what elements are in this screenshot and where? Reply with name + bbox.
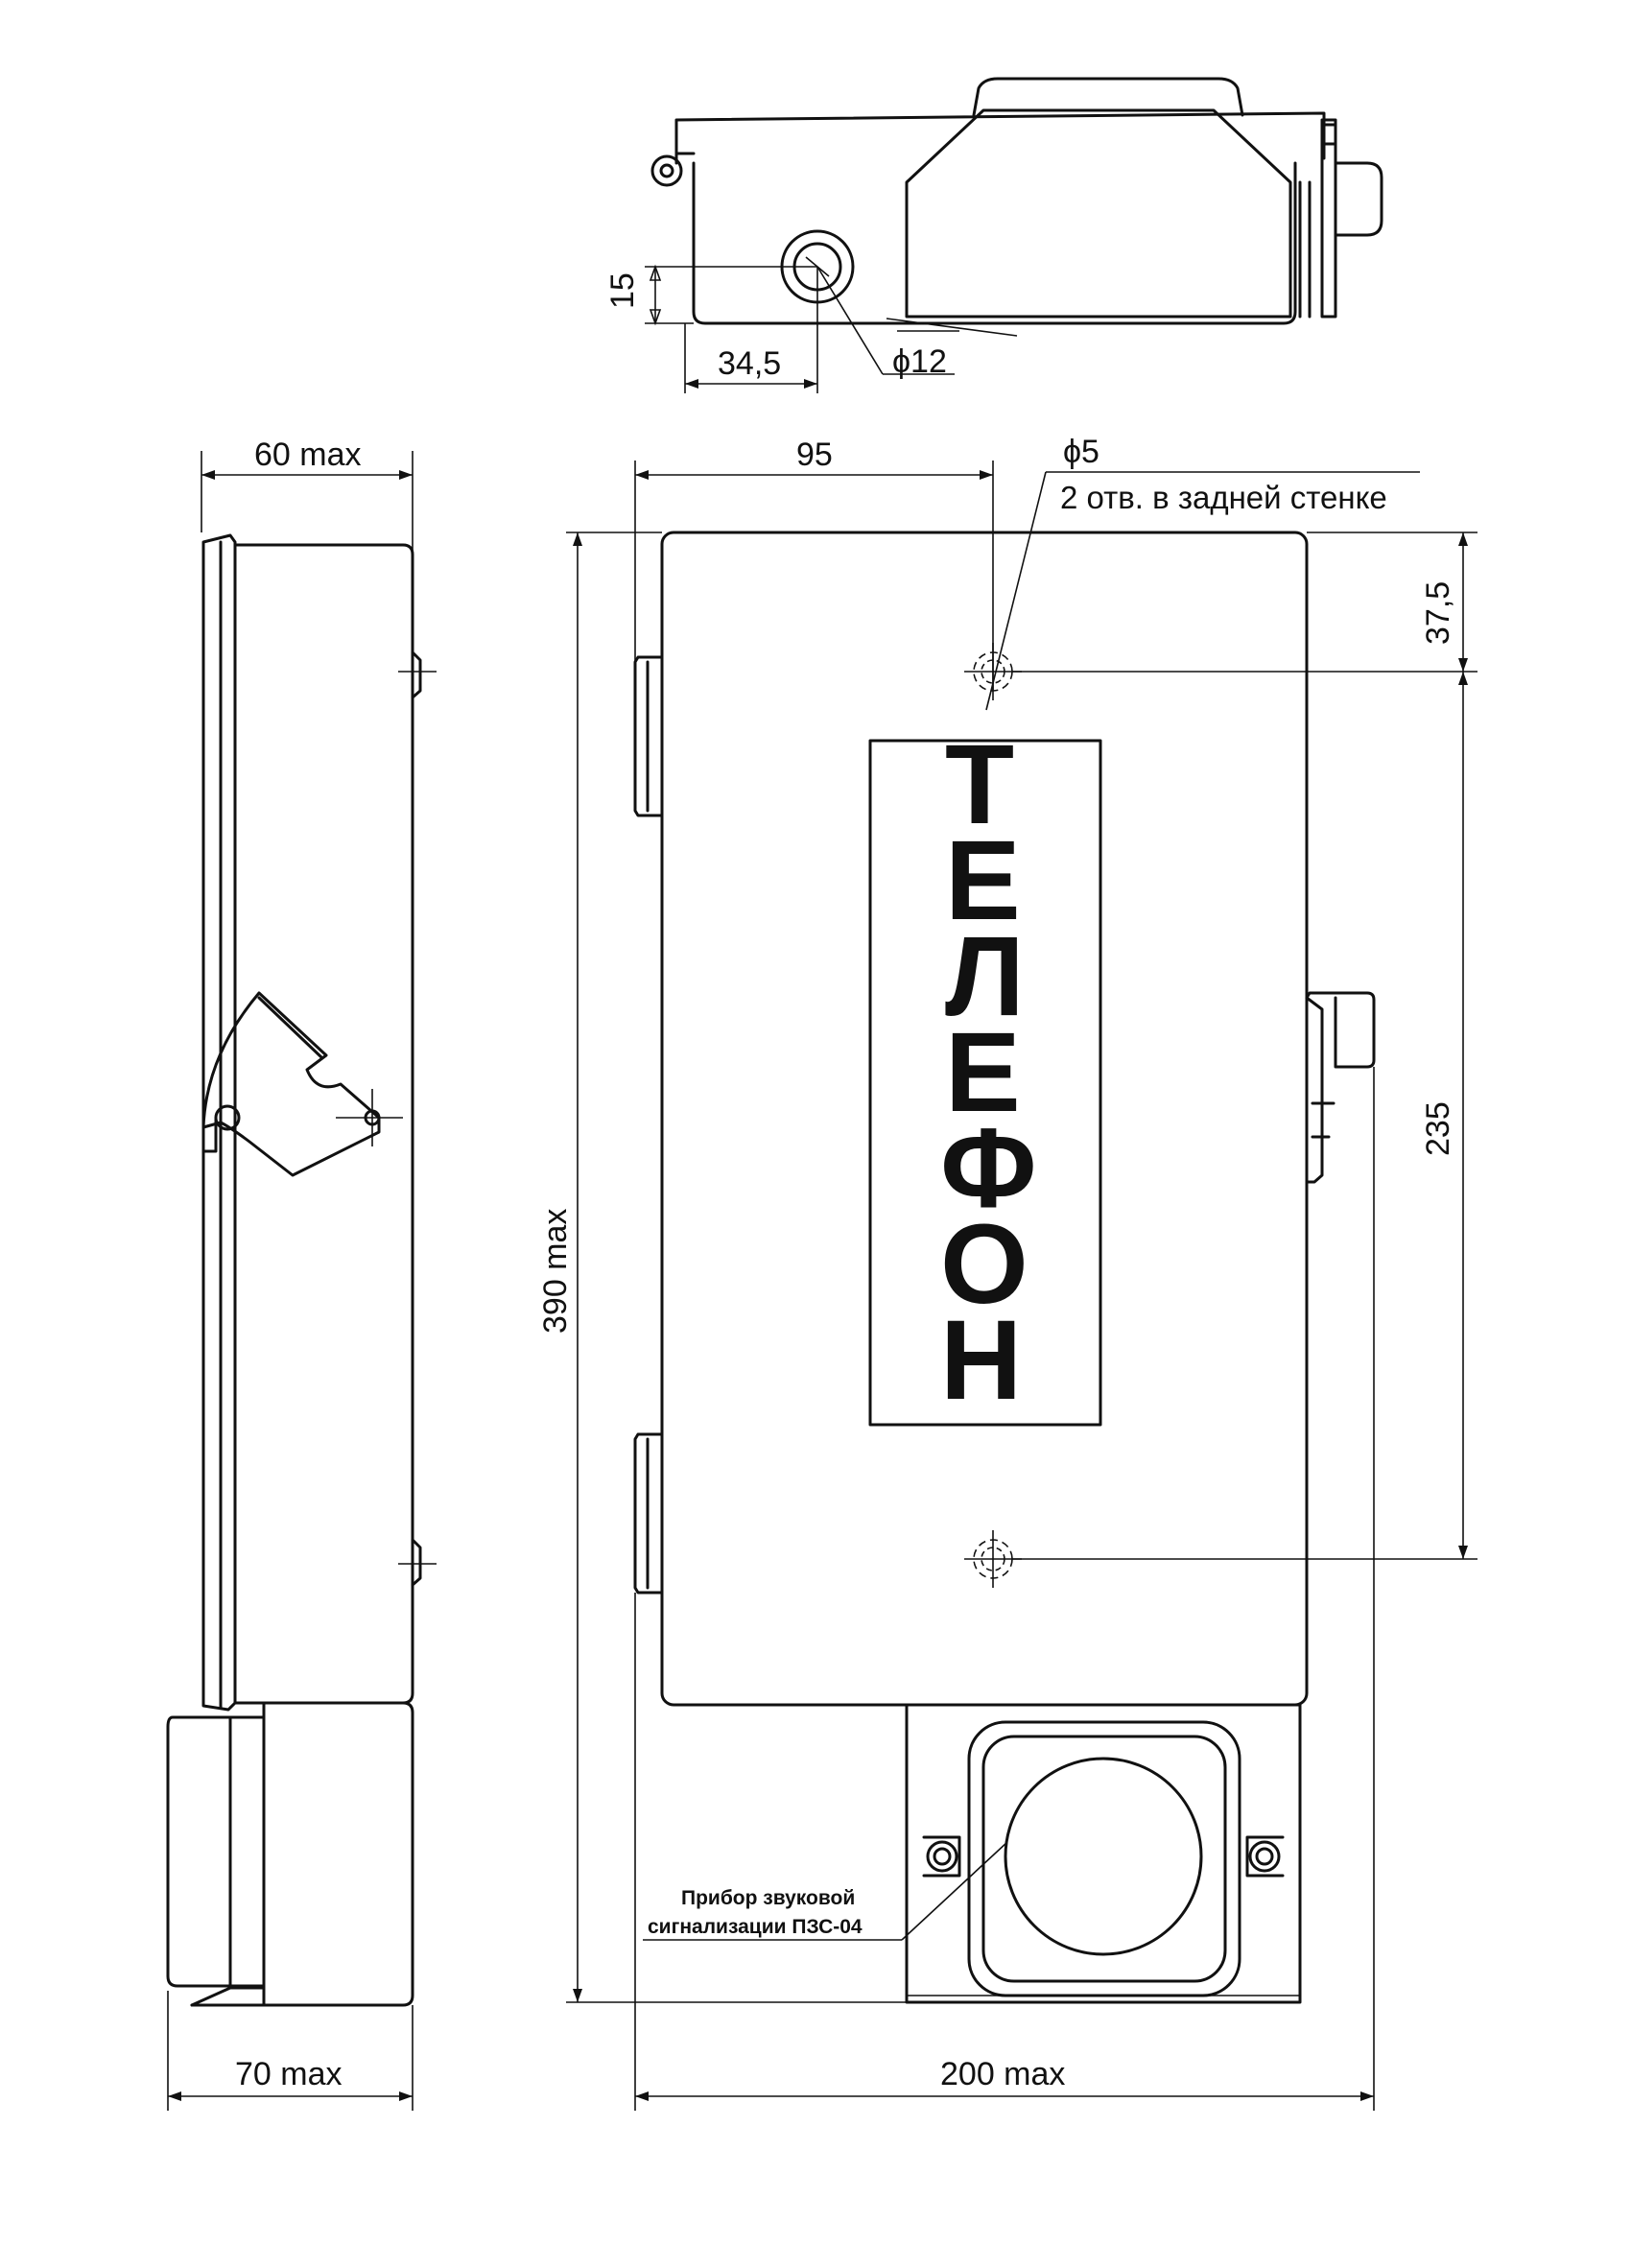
side-view: 60 max 70 max xyxy=(166,437,437,2111)
dim-15: 15 xyxy=(604,272,641,309)
device-label-line2: сигнализации ПЗС-04 xyxy=(648,1916,863,1938)
dim-60-max: 60 max xyxy=(254,437,362,473)
dim-70-max: 70 max xyxy=(235,2056,343,2092)
panel-letters: Т Е Л Е Ф О Н xyxy=(940,721,1037,1424)
label-panel xyxy=(868,739,1102,1427)
letter-4: Е xyxy=(945,1009,1021,1136)
dim-37-5: 37,5 xyxy=(1420,581,1456,645)
dim-34-5: 34,5 xyxy=(718,345,781,382)
letter-5: Ф xyxy=(940,1105,1037,1232)
front-view: Т Е Л Е Ф О Н xyxy=(537,434,1477,2111)
letter-2: Е xyxy=(945,817,1021,944)
dim-235: 235 xyxy=(1420,1101,1456,1156)
hole-note: 2 отв. в задней стенке xyxy=(1060,480,1387,515)
letter-6: О xyxy=(940,1201,1028,1328)
hole-dia: ϕ5 xyxy=(1063,434,1099,470)
dim-95: 95 xyxy=(796,437,833,473)
device-label-line1: Прибор звуковой xyxy=(681,1887,855,1909)
dim-hole-12: ϕ12 xyxy=(892,343,947,380)
top-view: 15 34,5 ϕ12 xyxy=(604,77,1383,393)
letter-3: Л xyxy=(945,913,1025,1040)
letter-7: Н xyxy=(940,1297,1022,1424)
buzzer-unit xyxy=(905,1703,1302,2004)
letter-1: Т xyxy=(945,721,1014,848)
dim-200-max: 200 max xyxy=(940,2056,1065,2092)
dim-390-max: 390 max xyxy=(537,1209,574,1334)
